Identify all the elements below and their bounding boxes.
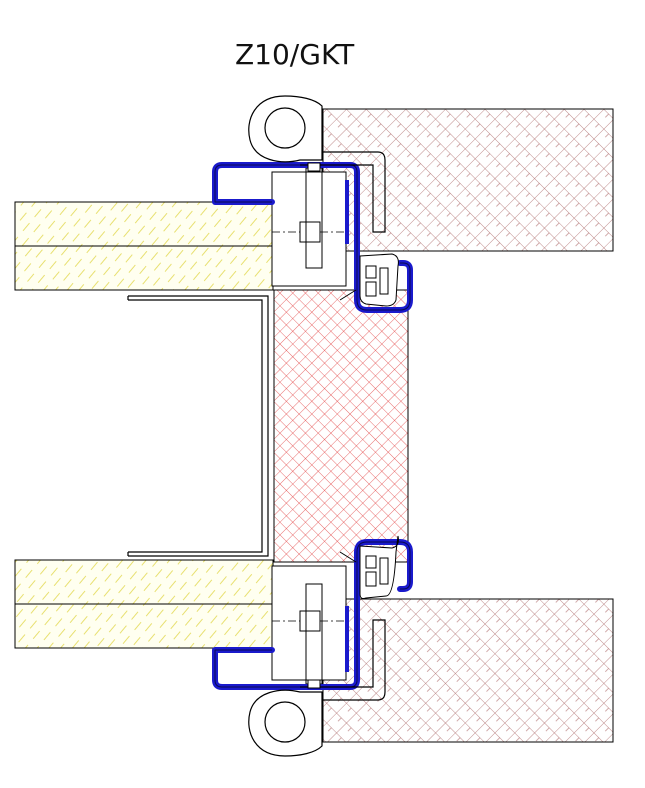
frame-pin-bottom <box>307 679 321 689</box>
hinge-round-top <box>248 95 323 163</box>
frame-pin-top <box>307 162 321 172</box>
gasket-bottom <box>339 535 399 599</box>
c-stud-profile <box>127 295 269 557</box>
drywall-boards-top <box>14 201 274 291</box>
steel-frame-profile-top <box>212 162 413 313</box>
frame-block-top <box>271 167 347 287</box>
hinge-round-bottom <box>248 689 323 757</box>
masonry-wall-top <box>322 108 614 252</box>
drawing-title: Z10/GKT <box>235 38 355 71</box>
frame-block-bottom <box>271 565 347 685</box>
cover-profile-top <box>300 151 386 233</box>
gasket-top <box>339 253 399 307</box>
cover-profile-bottom <box>300 619 386 701</box>
steel-frame-profile-bottom <box>212 539 413 690</box>
door-leaf-core <box>273 289 409 563</box>
masonry-wall-bottom <box>322 598 614 743</box>
drywall-boards-bottom <box>14 559 274 649</box>
